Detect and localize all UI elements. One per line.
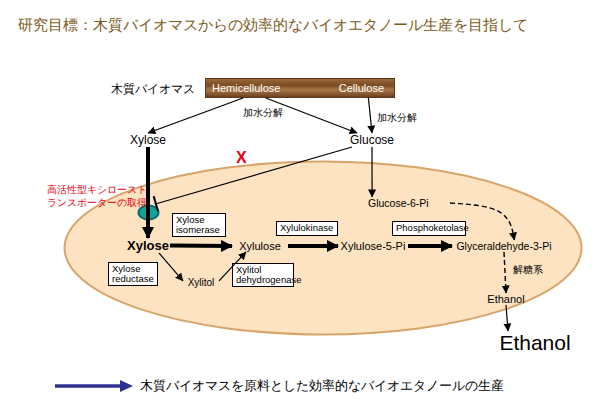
edge-label: 加水分解 xyxy=(377,111,417,125)
connector-arrow xyxy=(170,244,232,249)
enzyme-box: Xylulokinase xyxy=(276,221,338,236)
metabolite-label: Xylulose xyxy=(232,240,288,252)
enzyme-box: Xylose reductase xyxy=(108,262,158,286)
caption-arrow-head xyxy=(120,380,133,392)
metabolite-label: Glyceraldehyde-3-Pi xyxy=(452,240,556,252)
product-label: Ethanol xyxy=(490,331,580,355)
metabolite-label: Ethanol xyxy=(480,293,532,305)
node-text: Xylitol dehydrogenase xyxy=(236,265,290,286)
node-text: Xylose xyxy=(126,133,170,147)
connector-arrow xyxy=(146,147,150,238)
node-text: Phosphoketolase xyxy=(396,223,462,233)
node-text: Ethanol xyxy=(480,293,532,305)
node-text: 木質バイオマス xyxy=(111,82,195,97)
connector-arrow xyxy=(450,203,514,240)
node-text: Glucose-6-Pi xyxy=(368,197,450,209)
metabolite-label: Xylulose-5-Pi xyxy=(338,240,408,252)
node-text: Glucose xyxy=(347,133,397,147)
connector-arrow xyxy=(155,147,352,204)
node-text: Glyceraldehyde-3-Pi xyxy=(452,240,556,252)
node-text: Ethanol xyxy=(490,331,580,355)
metabolite-label: Xylose xyxy=(126,133,170,147)
wood-bar: 木質バイオマスHemicelluloseCellulose xyxy=(205,78,395,98)
enzyme-box: Phosphoketolase xyxy=(392,221,466,236)
node-text: Xylose reductase xyxy=(112,264,154,285)
edge-label: 加水分解 xyxy=(243,106,283,120)
caption-arrow-shaft xyxy=(55,384,122,388)
connector-arrow xyxy=(371,147,372,197)
connector-arrow xyxy=(504,252,506,293)
node-text: Xylulose-5-Pi xyxy=(338,240,408,252)
diagram-title: 研究目標：木質バイオマスからの効率的なバイオエタノール生産を目指して xyxy=(18,16,528,35)
connector-arrow xyxy=(288,244,338,248)
node-text: 高活性型キシローストランスポーターの取得 xyxy=(47,183,147,209)
node-text: Xylose isomerase xyxy=(176,215,222,236)
connector-arrow xyxy=(219,252,246,281)
node-text: Cellulose xyxy=(339,82,384,94)
node-text: Xylose xyxy=(126,238,170,253)
metabolite-label: Xylitol xyxy=(183,277,219,288)
diagram-caption: 木質バイオマスを原料とした効率的なバイオエタノールの生産 xyxy=(140,377,504,395)
metabolite-label: Glucose-6-Pi xyxy=(368,197,450,209)
connector-arrow xyxy=(408,244,452,248)
inhibition-mark: X xyxy=(236,149,247,167)
connector-arrow xyxy=(368,98,372,133)
node-text: Hemicellulose xyxy=(212,82,280,94)
edge-label: 解糖系 xyxy=(513,263,543,277)
node-text: Xylulokinase xyxy=(280,223,334,233)
node-text: Xylitol xyxy=(183,277,219,288)
connector-arrow xyxy=(159,253,183,281)
enzyme-box: Xylose isomerase xyxy=(172,213,226,237)
metabolite-label: Xylose xyxy=(126,238,170,253)
transporter: 高活性型キシローストランスポーターの取得 xyxy=(137,204,160,221)
metabolite-label: Glucose xyxy=(347,133,397,147)
connector-arrow xyxy=(506,305,508,331)
connector-arrow xyxy=(148,98,243,133)
node-text: Xylulose xyxy=(232,240,288,252)
enzyme-box: Xylitol dehydrogenase xyxy=(232,263,294,287)
